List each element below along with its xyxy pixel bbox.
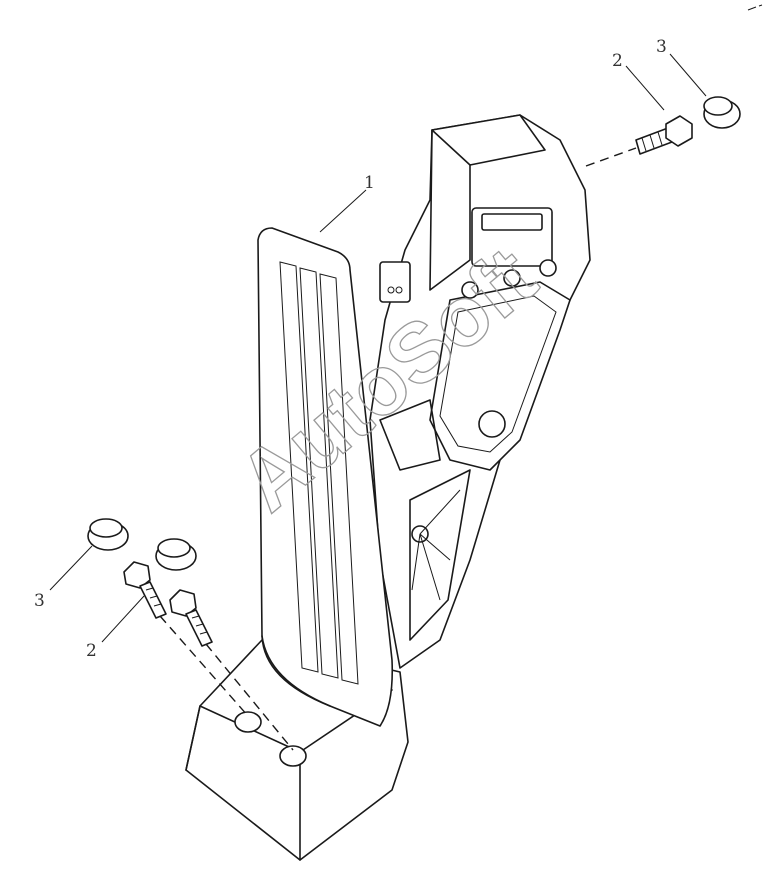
bolt-top-right: [635, 115, 693, 155]
switch: [379, 261, 411, 303]
assembly-line-left-1: [159, 615, 249, 717]
pad-rib-2: [299, 267, 339, 679]
bolt-left-1: [123, 561, 167, 619]
bolt-hole-2: [279, 745, 307, 767]
bolt-left-2: [169, 589, 213, 647]
bolt-hole-1: [234, 711, 262, 733]
nut-left-2: [155, 538, 197, 571]
leader-lines: [49, 53, 707, 643]
pedal-pad: [257, 227, 394, 727]
pad-rib-1: [279, 261, 319, 673]
nut-top-right: [703, 96, 741, 129]
pivot-boss: [478, 410, 506, 438]
callout-2-bolt-top: 2: [612, 51, 623, 71]
pedal-housing: [369, 114, 591, 669]
pad-rib-3: [319, 273, 359, 685]
callout-3-nut-top: 3: [656, 37, 667, 57]
callout-3-nut-left: 3: [34, 591, 45, 611]
callout-1-pedal-assembly: 1: [364, 173, 375, 193]
assembly-line-top: [585, 147, 637, 167]
nut-left-1: [87, 518, 129, 551]
callout-2-bolt-left: 2: [86, 641, 97, 661]
sensor-cover: [429, 281, 571, 471]
corner-mark: [747, 4, 763, 11]
assembly-line-left-2: [205, 643, 294, 751]
